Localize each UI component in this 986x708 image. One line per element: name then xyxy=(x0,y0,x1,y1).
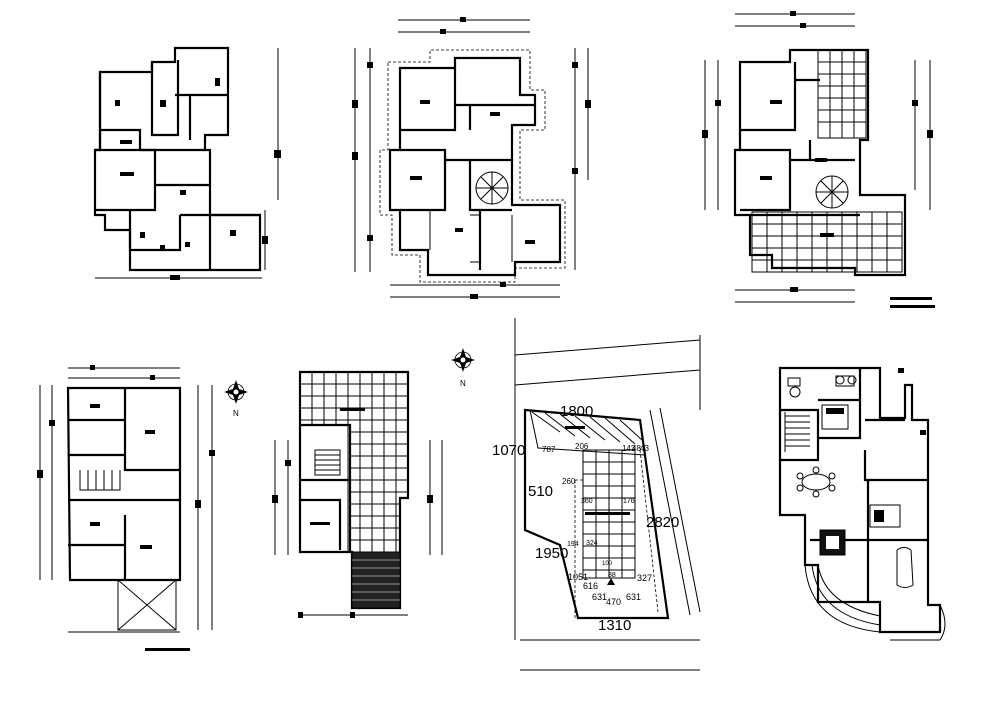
dim-bottom-width: 1310 xyxy=(598,617,631,634)
inner-label-c: 143 xyxy=(622,444,636,453)
inner-label-j: 1051 xyxy=(568,572,588,582)
furnished-floor-plan xyxy=(778,366,946,641)
dim-left-mid: 510 xyxy=(528,483,553,500)
inner-label-b: 206 xyxy=(575,442,589,451)
inner-label-p: 631 xyxy=(626,592,641,602)
brick-paving-area xyxy=(351,551,401,609)
tiled-terrace-lower xyxy=(751,211,903,273)
inner-label-q: 48 xyxy=(632,444,641,453)
floor-plan-5 xyxy=(272,370,443,618)
inner-label-h: 324 xyxy=(586,540,598,547)
tiled-terrace-upper xyxy=(817,49,867,139)
dim-right-side: 2820 xyxy=(646,514,679,531)
floor-plan-4 xyxy=(37,365,215,651)
inner-label-r: 43 xyxy=(640,444,649,453)
inner-label-o: 470 xyxy=(606,597,621,607)
inner-label-a: 787 xyxy=(542,445,556,454)
inner-label-n: 631 xyxy=(592,592,607,602)
north-label-2: N xyxy=(460,379,466,388)
inner-label-e: 360 xyxy=(581,498,593,505)
north-label-1: N xyxy=(233,409,239,418)
site-paving-grid xyxy=(582,449,636,579)
north-arrow-2: N xyxy=(451,348,475,388)
inner-label-k: 616 xyxy=(583,581,598,591)
inner-label-d: 260 xyxy=(562,477,576,486)
north-arrow-1: N xyxy=(224,380,248,418)
dim-left-lower: 1950 xyxy=(535,545,568,562)
dim-top-width: 1800 xyxy=(560,403,593,420)
inner-label-g: 194 xyxy=(567,541,579,548)
site-plan: 1800 1070 510 1950 2820 1310 787 206 143… xyxy=(492,318,701,671)
inner-label-m: 327 xyxy=(637,573,652,583)
inner-label-f: 176 xyxy=(623,498,635,505)
dim-left-upper: 1070 xyxy=(492,442,525,459)
tiled-roof-area xyxy=(300,372,408,552)
inner-label-i: 100 xyxy=(602,561,613,567)
inner-label-l: 88 xyxy=(608,572,616,579)
floor-plan-2 xyxy=(352,17,591,299)
floor-plan-3 xyxy=(702,11,935,308)
floor-plan-1 xyxy=(93,46,281,280)
